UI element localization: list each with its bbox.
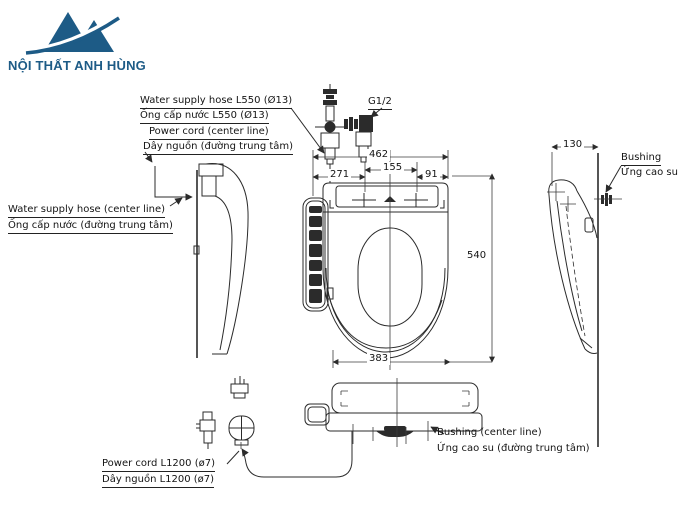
label-water-center-en: Water supply hose (center line) xyxy=(8,204,166,218)
dim-left-offset: 271 xyxy=(328,169,352,181)
label-bushing-en: Bushing xyxy=(621,152,662,166)
left-side-view xyxy=(144,151,249,358)
brand-logo: NỘI THẤT ANH HÙNG xyxy=(6,6,156,78)
plug-top-icon xyxy=(230,376,249,399)
label-water-supply-hose-en: Water supply hose L550 (Ø13) xyxy=(140,95,293,109)
dim-body-width: 383 xyxy=(367,353,391,365)
label-bushing-center-en: Bushing (center line) xyxy=(437,427,542,438)
logo-mark-icon xyxy=(25,12,120,55)
power-cord xyxy=(196,376,353,478)
dim-right-offset: 91 xyxy=(423,169,440,181)
bushing-icon xyxy=(594,193,622,206)
front-view xyxy=(304,378,483,447)
right-side-view xyxy=(547,153,622,447)
dim-depth: 540 xyxy=(465,250,489,262)
label-power-l1200-vi: Dây nguồn L1200 (ø7) xyxy=(102,474,215,488)
label-power-cord-en: Power cord (center line) xyxy=(149,126,269,140)
control-panel xyxy=(302,197,334,312)
label-power-l1200-en: Power cord L1200 (ø7) xyxy=(102,458,215,472)
label-water-supply-hose-vi: Ống cấp nước L550 (Ø13) xyxy=(140,110,269,124)
dim-side-width: 130 xyxy=(561,139,585,151)
power-plug-icon xyxy=(228,415,255,449)
label-bushing-center-vi: Ứng cao su (đường trung tâm) xyxy=(437,443,590,454)
label-thread-size: G1/2 xyxy=(368,96,392,110)
label-water-center-vi: Ống cấp nước (đường trung tâm) xyxy=(8,220,173,234)
brand-name: NỘI THẤT ANH HÙNG xyxy=(8,58,146,73)
dimension-lines xyxy=(312,144,599,368)
label-bushing-vi: Ứng cao su xyxy=(621,167,678,178)
dim-hinge-span: 155 xyxy=(381,162,405,174)
top-view xyxy=(302,150,449,370)
label-power-cord-vi: Dây nguồn (đường trung tâm) xyxy=(143,141,294,155)
plug-side-icon xyxy=(196,411,216,449)
dim-overall-width: 462 xyxy=(367,149,391,161)
